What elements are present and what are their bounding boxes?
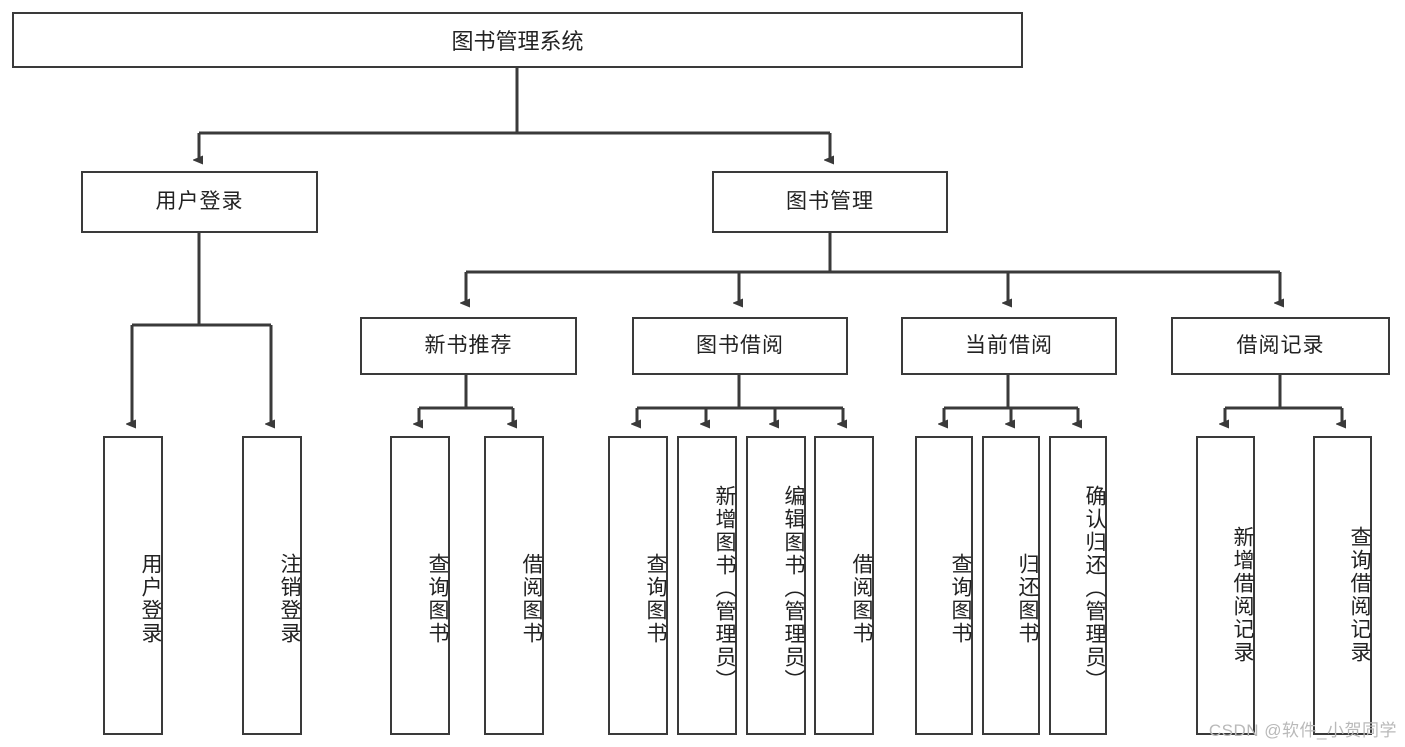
node-user-login[interactable]: 用户登录: [81, 171, 318, 233]
node-root-label: 图书管理系统: [451, 29, 584, 54]
leaf-query-book-1[interactable]: 查询图书: [390, 436, 450, 735]
leaf-query-book-2-label: 查询图书: [644, 552, 667, 645]
leaf-add-record-label: 新增借阅记录: [1231, 525, 1254, 664]
node-current-borrow-label: 当前借阅: [965, 334, 1053, 358]
leaf-query-book-1-label: 查询图书: [426, 552, 449, 645]
leaf-query-book-3-label: 查询图书: [949, 552, 972, 645]
leaf-user-login[interactable]: 用户登录: [103, 436, 163, 735]
node-user-login-label: 用户登录: [155, 190, 244, 214]
leaf-confirm-return[interactable]: 确认归还（管理员）: [1049, 436, 1107, 735]
node-book-manage-label: 图书管理: [786, 190, 874, 214]
leaf-add-book[interactable]: 新增图书（管理员）: [677, 436, 737, 735]
leaf-return-book[interactable]: 归还图书: [982, 436, 1040, 735]
node-book-manage[interactable]: 图书管理: [712, 171, 948, 233]
leaf-edit-book-label: 编辑图书（管理员）: [782, 485, 805, 692]
leaf-edit-book[interactable]: 编辑图书（管理员）: [746, 436, 806, 735]
leaf-query-book-2[interactable]: 查询图书: [608, 436, 668, 735]
node-book-borrow-label: 图书借阅: [696, 334, 784, 358]
leaf-borrow-book-2-label: 借阅图书: [850, 552, 873, 645]
leaf-add-book-label: 新增图书（管理员）: [713, 485, 736, 692]
leaf-logout[interactable]: 注销登录: [242, 436, 302, 735]
node-root[interactable]: 图书管理系统: [12, 12, 1023, 68]
leaf-logout-label: 注销登录: [278, 552, 301, 645]
node-borrow-record-label: 借阅记录: [1236, 334, 1325, 358]
leaf-borrow-book-1[interactable]: 借阅图书: [484, 436, 544, 735]
leaf-add-record[interactable]: 新增借阅记录: [1196, 436, 1255, 735]
node-current-borrow[interactable]: 当前借阅: [901, 317, 1117, 375]
leaf-user-login-label: 用户登录: [139, 552, 162, 645]
node-new-book-recommend[interactable]: 新书推荐: [360, 317, 577, 375]
leaf-query-book-3[interactable]: 查询图书: [915, 436, 973, 735]
node-borrow-record[interactable]: 借阅记录: [1171, 317, 1390, 375]
node-new-book-recommend-label: 新书推荐: [424, 334, 513, 358]
node-book-borrow[interactable]: 图书借阅: [632, 317, 848, 375]
leaf-borrow-book-2[interactable]: 借阅图书: [814, 436, 874, 735]
leaf-borrow-book-1-label: 借阅图书: [520, 552, 543, 645]
leaf-query-record-label: 查询借阅记录: [1348, 525, 1371, 664]
leaf-return-book-label: 归还图书: [1016, 552, 1039, 645]
watermark: CSDN @软件_小贺同学: [1208, 721, 1397, 740]
leaf-query-record[interactable]: 查询借阅记录: [1313, 436, 1372, 735]
leaf-confirm-return-label: 确认归还（管理员）: [1083, 485, 1106, 692]
